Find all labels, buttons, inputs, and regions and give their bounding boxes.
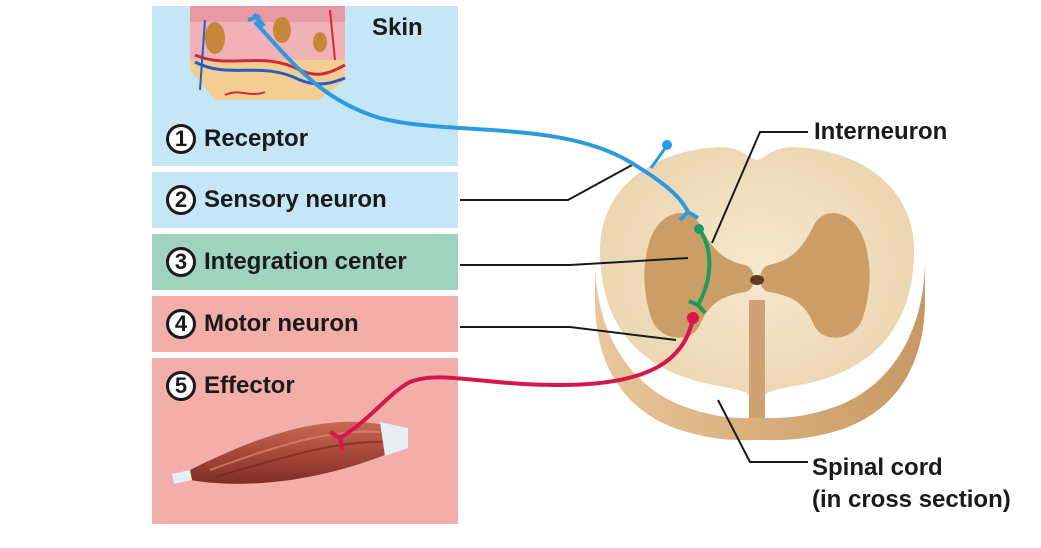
step-label: Integration center: [204, 248, 407, 276]
step-effector: 5 Effector: [166, 371, 295, 401]
step-number-badge: 5: [166, 371, 196, 401]
step-label: Effector: [204, 372, 295, 400]
step-sensory-neuron: 2 Sensory neuron: [166, 185, 387, 215]
step-label: Motor neuron: [204, 310, 359, 338]
step-number-badge: 2: [166, 185, 196, 215]
step-receptor: 1 Receptor: [166, 124, 308, 154]
step-integration-center: 3 Integration center: [166, 247, 407, 277]
spinal-cord-label-line2: (in cross section): [812, 484, 1011, 516]
step-number-badge: 1: [166, 124, 196, 154]
step-number-badge: 4: [166, 309, 196, 339]
spinal-cord-label: Spinal cord (in cross section): [812, 452, 1011, 516]
step-motor-neuron: 4 Motor neuron: [166, 309, 359, 339]
step-number-badge: 3: [166, 247, 196, 277]
spinal-cord-cross-section: [595, 147, 925, 440]
spinal-cord-label-line1: Spinal cord: [812, 452, 1011, 484]
step-label: Receptor: [204, 125, 308, 153]
interneuron-label: Interneuron: [814, 116, 947, 148]
step-label: Sensory neuron: [204, 186, 387, 214]
skin-label: Skin: [372, 12, 423, 44]
skin-illustration: [190, 6, 345, 100]
